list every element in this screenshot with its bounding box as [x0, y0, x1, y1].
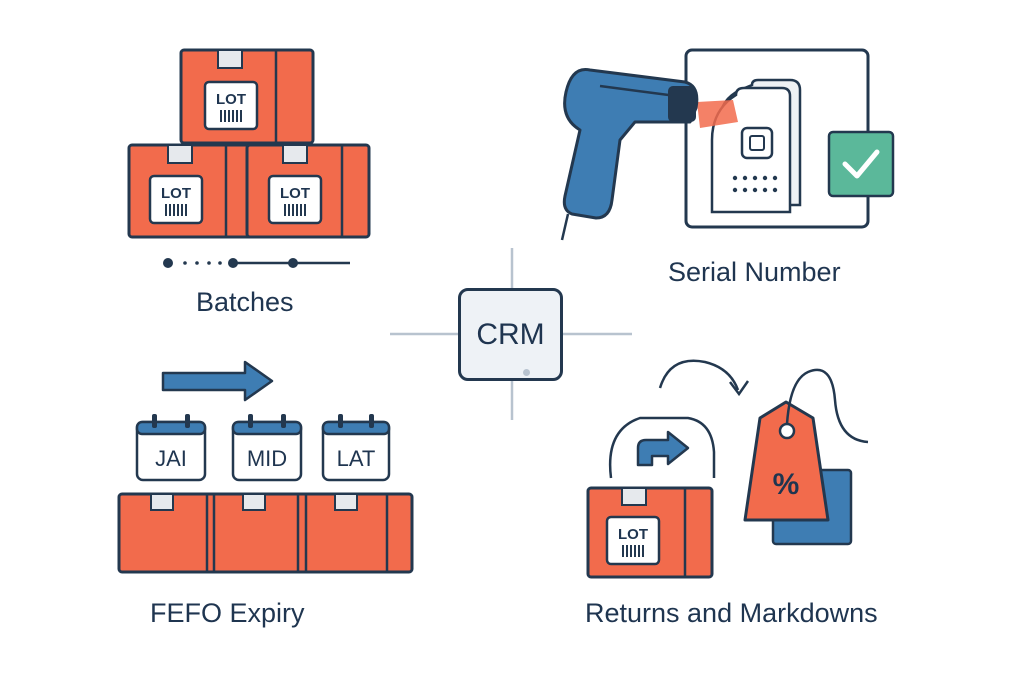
check-icon	[827, 130, 895, 198]
fefo-expiry-label: FEFO Expiry	[150, 598, 305, 628]
lot-label: LOT	[216, 91, 246, 108]
calendar-label: MID	[247, 446, 287, 471]
crm-node: CRM	[458, 288, 563, 381]
percent-symbol: %	[773, 468, 800, 501]
batches-label: Batches	[196, 287, 294, 317]
crm-label: CRM	[476, 317, 545, 351]
crm-connectors	[390, 248, 632, 420]
calendar-label: LAT	[337, 446, 376, 471]
crm-indicator-dot	[523, 369, 530, 376]
barcode-scanner-icon	[560, 67, 738, 241]
fefo-boxes-row-icon	[117, 492, 414, 574]
lot-label: LOT	[618, 526, 648, 543]
lot-box: LOT	[245, 143, 371, 239]
lot-box: LOT	[586, 486, 714, 579]
lot-label: LOT	[161, 185, 191, 202]
markdown-curved-arrow-icon	[658, 359, 750, 397]
batches-stacked-boxes-icon: LOT LOT LOT	[127, 48, 371, 239]
serial-number-label: Serial Number	[668, 257, 841, 287]
lot-box: LOT	[127, 143, 255, 239]
serial-number-illustration	[560, 48, 895, 241]
calendar-label: JAI	[155, 446, 187, 471]
calendar-icon: LAT	[321, 414, 391, 482]
price-tag-icon: %	[743, 368, 869, 546]
lot-box: LOT	[179, 48, 315, 145]
calendar-icon: MID	[231, 414, 303, 482]
calendar-icon: JAI	[135, 414, 207, 482]
returns-markdowns-label: Returns and Markdowns	[585, 598, 878, 628]
lot-label: LOT	[280, 185, 310, 202]
return-arrow-icon	[608, 416, 716, 479]
fefo-arrow-icon	[161, 360, 274, 402]
batch-timeline-icon	[163, 258, 350, 268]
